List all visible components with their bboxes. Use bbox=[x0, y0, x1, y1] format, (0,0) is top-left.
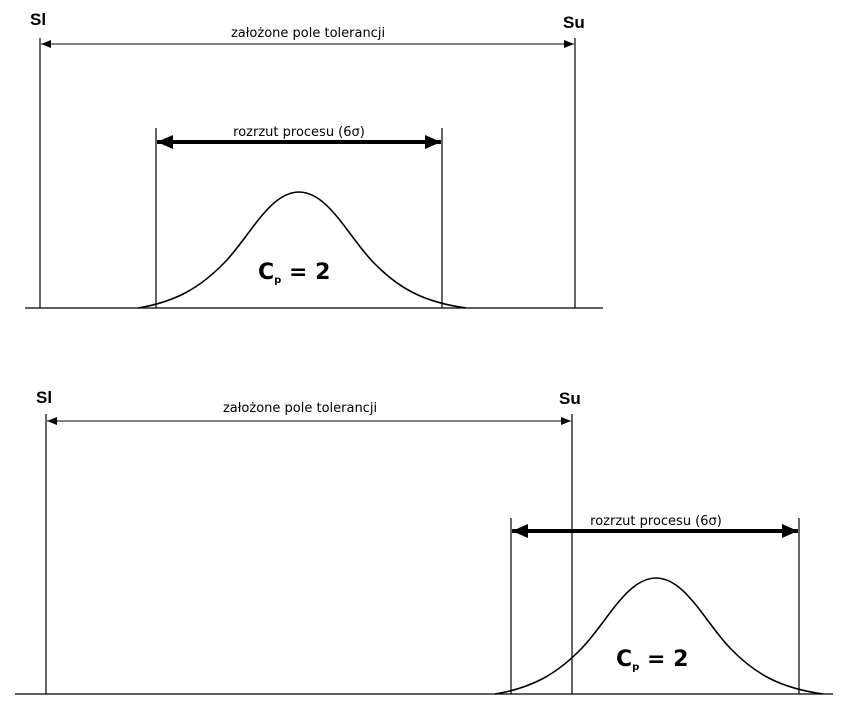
lower-limit-label: Sl bbox=[36, 388, 52, 407]
spread-label: rozrzut procesu (6σ) bbox=[233, 125, 365, 140]
cp-label: Cp = 2 bbox=[616, 647, 688, 673]
tolerance-label: założone pole tolerancji bbox=[231, 26, 385, 41]
spread-label: rozrzut procesu (6σ) bbox=[590, 514, 722, 529]
distribution-curve bbox=[494, 577, 824, 695]
cp-label: Cp = 2 bbox=[258, 260, 330, 286]
tolerance-label: założone pole tolerancji bbox=[223, 401, 377, 416]
diagram-centered-process: Sl Su założone pole tolerancji rozrzut p… bbox=[25, 10, 603, 309]
upper-limit-label: Su bbox=[563, 13, 585, 32]
lower-limit-label: Sl bbox=[30, 10, 46, 29]
distribution-curve bbox=[137, 191, 467, 309]
upper-limit-label: Su bbox=[559, 389, 581, 408]
diagram-shifted-process: Sl Su założone pole tolerancji rozrzut p… bbox=[15, 388, 833, 695]
